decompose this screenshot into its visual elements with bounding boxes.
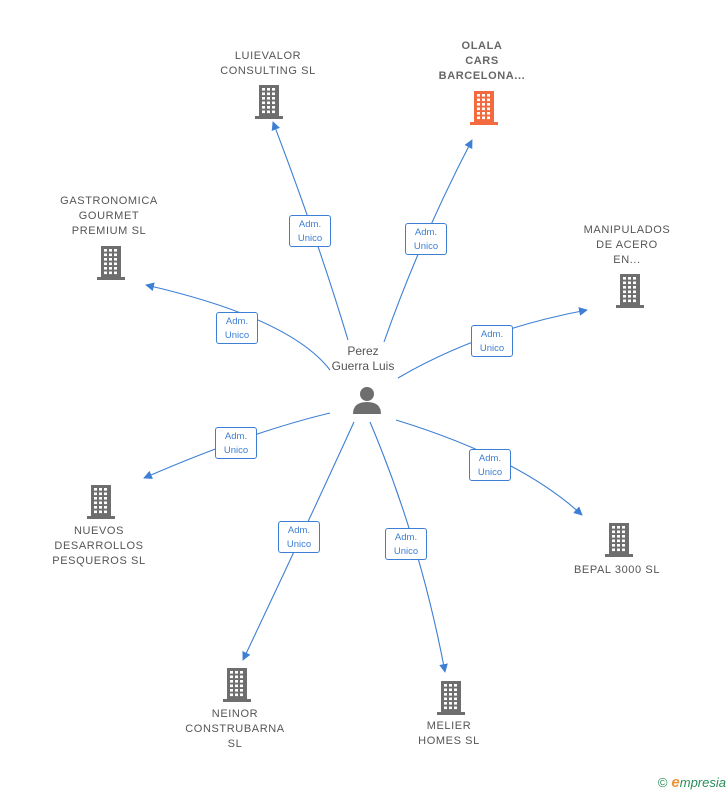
role-badge-bepal: Adm. Unico [469, 449, 511, 481]
person-icon[interactable] [352, 386, 382, 419]
copyright-symbol: © [657, 775, 668, 790]
brand-name: mpresia [679, 775, 726, 790]
footer-brand: ©empresia [658, 774, 726, 791]
company-label-manipulados[interactable]: MANIPULADOS DE ACERO EN... [583, 224, 671, 266]
building-icon[interactable] [222, 667, 252, 708]
person-name[interactable]: Perez Guerra Luis [331, 344, 395, 373]
building-icon[interactable] [615, 273, 645, 314]
company-label-luievalor[interactable]: LUIEVALOR CONSULTING SL [220, 50, 316, 77]
company-label-bepal[interactable]: BEPAL 3000 SL [573, 564, 661, 576]
building-icon[interactable] [96, 245, 126, 286]
role-badge-neinor: Adm. Unico [278, 521, 320, 553]
building-icon[interactable] [469, 90, 499, 131]
role-badge-gastronomica: Adm. Unico [216, 312, 258, 344]
company-label-neinor[interactable]: NEINOR CONSTRUBARNA SL [185, 708, 285, 750]
role-badge-nuevos: Adm. Unico [215, 427, 257, 459]
building-icon[interactable] [604, 522, 634, 563]
role-badge-manipulados: Adm. Unico [471, 325, 513, 357]
role-badge-melier: Adm. Unico [385, 528, 427, 560]
edge-gastronomica [145, 282, 331, 371]
brand-initial: e [671, 774, 680, 791]
company-label-gastronomica[interactable]: GASTRONOMICA GOURMET PREMIUM SL [60, 195, 158, 237]
role-badge-luievalor: Adm. Unico [289, 215, 331, 247]
building-icon[interactable] [254, 84, 284, 125]
building-icon[interactable] [86, 484, 116, 525]
company-label-nuevos[interactable]: NUEVOS DESARROLLOS PESQUEROS SL [52, 525, 146, 567]
role-badge-olala: Adm. Unico [405, 223, 447, 255]
building-icon[interactable] [436, 680, 466, 721]
company-label-melier[interactable]: MELIER HOMES SL [418, 720, 480, 747]
company-label-olala[interactable]: OLALA CARS BARCELONA... [438, 40, 526, 82]
